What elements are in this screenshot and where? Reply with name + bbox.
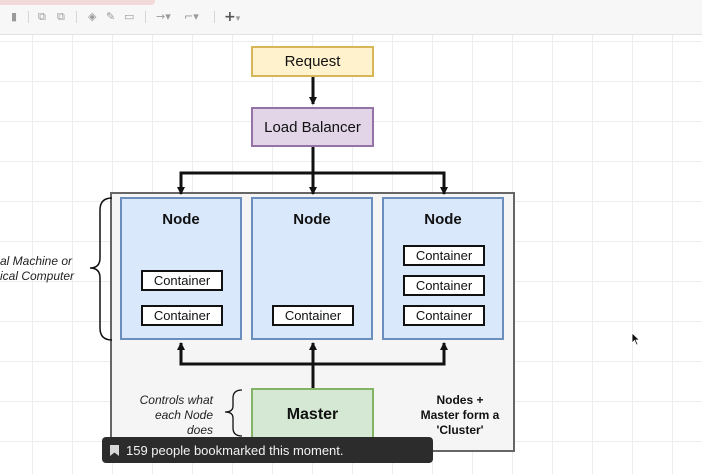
controls-label: Controls what each Node does [118, 393, 213, 438]
container-box[interactable]: Container [403, 305, 485, 326]
toolbar-top-strip [0, 0, 155, 5]
cluster-note-line1: Nodes + [436, 393, 484, 407]
container-box[interactable]: Container [272, 305, 354, 326]
container-box[interactable]: Container [141, 305, 223, 326]
delete-icon[interactable]: ▮ [11, 10, 18, 23]
request-label: Request [284, 53, 341, 70]
cluster-note-line3: 'Cluster' [436, 423, 484, 437]
toolbar-separator [76, 11, 77, 23]
toolbar: ▮ ⧉ ⧉ ◈ ✎ ▭ →▾ ⌐▾ +▾ [0, 0, 702, 35]
vm-label-line2: ical Computer [0, 269, 75, 283]
container-box[interactable]: Container [403, 245, 485, 266]
controls-label-line3: does [186, 423, 213, 437]
load-balancer-box[interactable]: Load Balancer [251, 107, 374, 147]
vm-label: al Machine or ical Computer [0, 254, 74, 284]
master-label: Master [286, 406, 339, 423]
fill-icon[interactable]: ◈ [88, 10, 97, 23]
controls-label-line2: each Node [154, 408, 213, 422]
cluster-note-line2: Master form a [420, 408, 500, 422]
bookmark-toast-text: 159 people bookmarked this moment. [126, 442, 344, 458]
to-back-icon[interactable]: ⧉ [57, 10, 65, 23]
bookmark-toast: 159 people bookmarked this moment. [102, 437, 433, 463]
insert-icon[interactable]: +▾ [224, 9, 241, 25]
node-title: Node [162, 211, 200, 228]
container-box[interactable]: Container [403, 275, 485, 296]
node-title: Node [424, 211, 462, 228]
toolbar-separator [28, 11, 29, 23]
connection-arrow-icon[interactable]: →▾ [156, 10, 171, 23]
toolbar-separator [145, 11, 146, 23]
toolbar-separator [214, 11, 215, 23]
node-box-1[interactable]: Node Container Container [120, 197, 242, 340]
container-box[interactable]: Container [141, 270, 223, 291]
request-box[interactable]: Request [251, 46, 374, 77]
line-color-icon[interactable]: ✎ [106, 10, 116, 23]
to-front-icon[interactable]: ⧉ [38, 10, 46, 23]
cluster-note: Nodes + Master form a 'Cluster' [405, 393, 515, 438]
bookmark-icon [110, 444, 119, 456]
node-box-2[interactable]: Node Container [251, 197, 373, 340]
load-balancer-label: Load Balancer [264, 118, 361, 136]
node-box-3[interactable]: Node Container Container Container [382, 197, 504, 340]
shadow-icon[interactable]: ▭ [124, 10, 135, 23]
controls-label-line1: Controls what [139, 393, 213, 407]
mouse-cursor-icon [631, 332, 641, 346]
waypoints-icon[interactable]: ⌐▾ [184, 10, 199, 23]
node-title: Node [293, 211, 331, 228]
vm-label-line1: al Machine or [0, 254, 73, 268]
